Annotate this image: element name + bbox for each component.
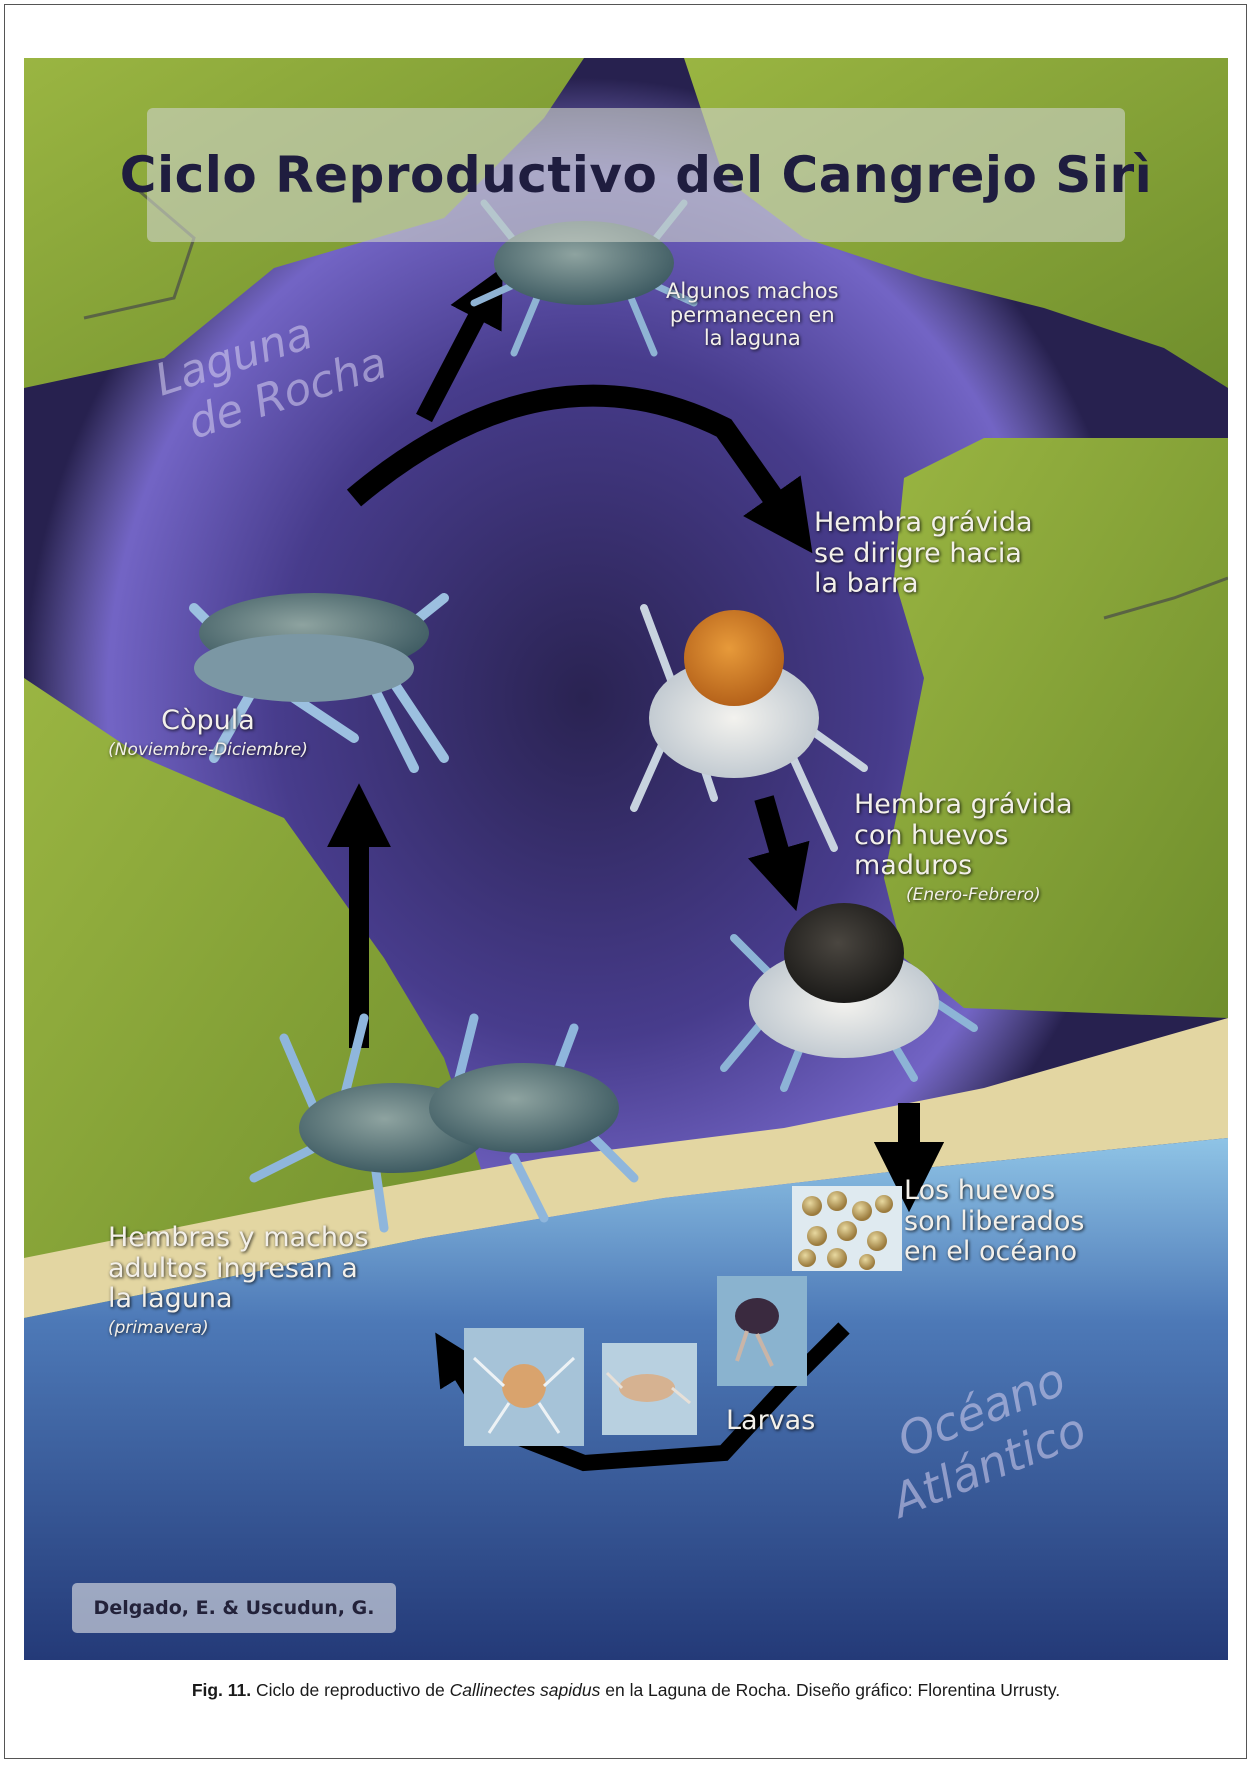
eggs-photo [792, 1186, 902, 1271]
title-panel: Ciclo Reproductivo del Cangrejo Sirì [147, 108, 1125, 242]
label-ingresan-line1: Hembras y machos [108, 1223, 369, 1254]
label-ingresan-line2: adultos ingresan a [108, 1254, 369, 1285]
label-hembra-dirige-line1: Hembra grávida [814, 508, 1033, 539]
label-copula-period: (Noviembre-Diciembre) [108, 741, 308, 760]
label-ingresan-line3: la laguna [108, 1284, 369, 1315]
label-hembra-dirige: Hembra grávida se dirigre hacia la barra [814, 508, 1033, 600]
label-hembra-madura-period: (Enero-Febrero) [854, 886, 1073, 905]
label-hembra-dirige-line3: la barra [814, 569, 1033, 600]
caption-figure-number: Fig. 11. [192, 1680, 251, 1700]
label-copula-line1: Còpula [108, 706, 308, 737]
label-hembra-madura-line1: Hembra grávida [854, 790, 1073, 821]
label-larvas-line1: Larvas [726, 1406, 815, 1437]
label-hembra-dirige-line2: se dirigre hacia [814, 539, 1033, 570]
label-ingresan: Hembras y machos adultos ingresan a la l… [108, 1223, 369, 1338]
page-title: Ciclo Reproductivo del Cangrejo Sirì [120, 146, 1152, 204]
diagram-artwork: Ciclo Reproductivo del Cangrejo Sirì Lag… [24, 58, 1228, 1660]
caption-text-pre: Ciclo de reproductivo de [251, 1680, 449, 1700]
caption-species: Callinectes sapidus [450, 1680, 601, 1700]
label-huevos-line1: Los huevos [904, 1176, 1084, 1207]
label-hembra-madura-line3: maduros [854, 851, 1073, 882]
credit-badge: Delgado, E. & Uscudun, G. [72, 1583, 396, 1633]
label-hembra-madura: Hembra grávida con huevos maduros (Enero… [854, 790, 1073, 905]
label-machos-line3: la laguna [666, 327, 839, 351]
label-larvas: Larvas [726, 1406, 815, 1437]
label-huevos-line3: en el océano [904, 1237, 1084, 1268]
label-machos: Algunos machos permanecen en la laguna [666, 280, 839, 351]
label-machos-line2: permanecen en [666, 304, 839, 328]
label-ingresan-period: (primavera) [108, 1319, 369, 1338]
label-huevos: Los huevos son liberados en el océano [904, 1176, 1084, 1268]
larva-photo-1 [717, 1276, 807, 1386]
label-huevos-line2: son liberados [904, 1207, 1084, 1238]
larva-photo-3 [464, 1328, 584, 1446]
larva-photo-2 [602, 1343, 697, 1435]
label-copula: Còpula (Noviembre-Diciembre) [108, 706, 308, 760]
figure-caption: Fig. 11. Ciclo de reproductivo de Callin… [24, 1680, 1228, 1701]
label-hembra-madura-line2: con huevos [854, 821, 1073, 852]
label-machos-line1: Algunos machos [666, 280, 839, 304]
caption-text-post: en la Laguna de Rocha. Diseño gráfico: F… [600, 1680, 1060, 1700]
